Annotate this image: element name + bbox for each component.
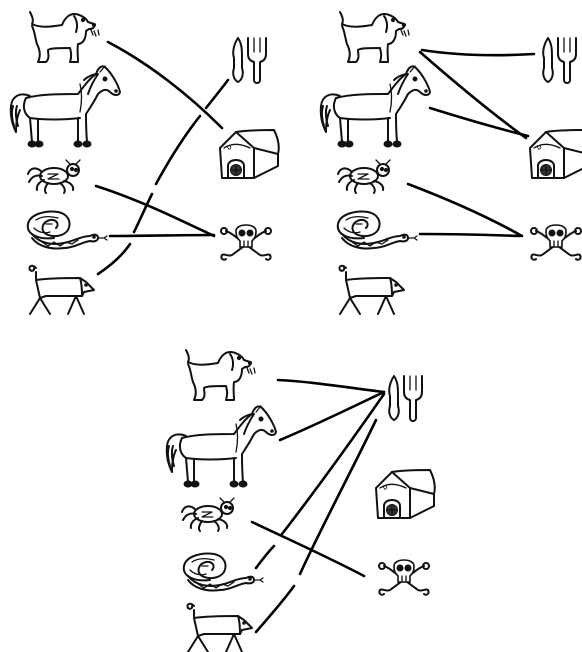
- connection-snake-fork-and-knife: [254, 392, 386, 570]
- dog-icon: [339, 11, 410, 63]
- connection-horse-doghouse: [428, 106, 530, 138]
- connection-dog-doghouse: [418, 50, 528, 140]
- horse-icon: [165, 405, 277, 488]
- dog-icon: [29, 11, 100, 63]
- panel-top-right: [319, 11, 582, 315]
- connection-snake-skull: [108, 233, 216, 238]
- connection-dog-doghouse: [106, 40, 224, 130]
- bird-icon: [186, 602, 253, 652]
- connection-spider-skull: [406, 182, 524, 238]
- connection-snake-skull: [418, 232, 522, 238]
- spider-icon: [27, 159, 81, 194]
- snake-icon: [26, 210, 109, 250]
- snake-icon: [336, 210, 418, 250]
- connection-dog-fork-and-knife: [420, 48, 536, 57]
- snake-icon: [182, 552, 264, 592]
- connection-horse-fork-and-knife: [278, 390, 386, 442]
- connection-spider-skull: [94, 184, 216, 238]
- fork-and-knife-icon: [542, 37, 577, 84]
- doghouse-icon: [375, 469, 436, 519]
- horse-icon: [9, 65, 122, 148]
- connection-bird-fork-and-knife: [96, 78, 230, 276]
- panel-top-left: [9, 11, 280, 315]
- skull-and-crossbones-icon: [530, 224, 582, 261]
- horse-icon: [319, 65, 431, 148]
- skull-and-crossbones-icon: [220, 224, 272, 261]
- fork-and-knife-icon: [388, 375, 423, 422]
- bird-icon: [28, 264, 96, 315]
- spider-icon: [337, 159, 391, 194]
- panel-bottom: [165, 349, 436, 652]
- doghouse-icon: [529, 129, 582, 179]
- connection-dog-fork-and-knife: [276, 378, 386, 394]
- bird-icon: [338, 264, 405, 315]
- skull-and-crossbones-icon: [378, 559, 430, 596]
- connection-bird-fork-and-knife: [254, 418, 378, 634]
- dog-icon: [185, 349, 256, 401]
- fork-and-knife-icon: [232, 37, 267, 84]
- doghouse-icon: [219, 129, 280, 179]
- spider-icon: [181, 497, 235, 532]
- connection-spider-skull: [250, 520, 366, 578]
